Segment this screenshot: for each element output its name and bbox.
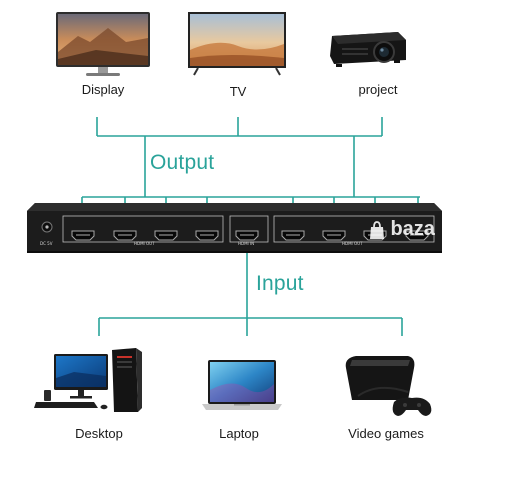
hdmi-in-label: HDMI IN [238, 241, 255, 246]
output-device-label-projector: project [358, 82, 398, 97]
hdmi-out-port-5[interactable] [281, 228, 305, 241]
input-device-desktop [34, 346, 144, 416]
shopping-bag-icon [370, 220, 384, 239]
output-device-label-tv: TV [229, 84, 247, 99]
input-device-laptop [202, 360, 282, 414]
hdmi-out-port-2[interactable] [113, 228, 137, 241]
projector-icon [330, 32, 406, 67]
game-console-icon [345, 356, 432, 416]
hdmi-out-port-3[interactable] [154, 228, 178, 241]
power-label: DC 5V [40, 241, 53, 246]
input-device-label-laptop: Laptop [219, 426, 259, 441]
output-device-tv [188, 12, 286, 76]
hdmi-out-port-4[interactable] [195, 228, 219, 241]
hdmi-port-icon [235, 230, 259, 241]
output-device-projector [328, 22, 408, 70]
desktop-computer-icon [34, 348, 142, 412]
hdmi-out-port-6[interactable] [322, 228, 346, 241]
hdmi-out-port-8[interactable] [405, 228, 429, 241]
input-device-label-video-games: Video games [348, 426, 424, 441]
hdmi-port-icon [71, 230, 95, 241]
watermark-text: baza [390, 218, 435, 240]
hdmi-port-icon [113, 230, 137, 241]
hdmi-port-icon [405, 230, 429, 241]
hdmi-port-icon [195, 230, 219, 241]
hdmi-in-port[interactable] [235, 228, 259, 241]
input-device-game-console [338, 352, 434, 420]
hdmi-port-icon [154, 230, 178, 241]
output-section-label: Output [150, 151, 215, 174]
input-device-label-desktop: Desktop [75, 426, 123, 441]
monitor-icon [56, 12, 150, 76]
laptop-icon [202, 360, 282, 410]
tv-icon [188, 12, 286, 76]
input-section-label: Input [256, 272, 304, 295]
hdmi-out-label-2: HDMI OUT [342, 241, 363, 246]
output-device-label-display: Display [81, 82, 125, 97]
hdmi-port-icon [322, 230, 346, 241]
output-device-display [56, 12, 150, 78]
hdmi-port-icon [281, 230, 305, 241]
watermark: baza [368, 218, 435, 244]
hdmi-out-label: HDMI OUT [134, 241, 155, 246]
hdmi-out-port-1[interactable] [71, 228, 95, 241]
